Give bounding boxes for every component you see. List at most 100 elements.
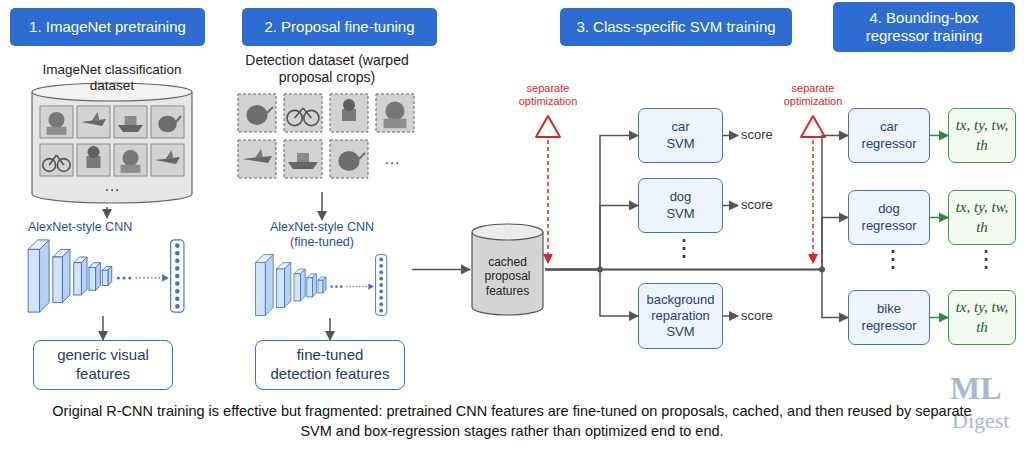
- output-box: tx, ty, tw, th: [948, 290, 1016, 345]
- graphic-part: [368, 283, 374, 289]
- ellipsis-mark: ⋮: [881, 247, 897, 271]
- connector-arrow: [545, 218, 848, 270]
- graphic-part: [246, 105, 267, 125]
- graphic-part: [114, 106, 147, 138]
- ellipsis-mark: ⋮: [974, 247, 990, 271]
- graphic-part: [276, 269, 284, 307]
- graphic-part: [88, 146, 100, 158]
- graphic-part: [379, 309, 383, 313]
- graphic-part: [158, 116, 176, 133]
- regressor-label: dog regressor: [862, 201, 917, 234]
- illustrated-node: AlexNet-style CNN: [22, 218, 192, 316]
- warning-note: separate optimization: [513, 82, 583, 108]
- box-offsets: tx, ty, tw, th: [953, 198, 1011, 237]
- warning-note: separate optimization: [778, 82, 848, 108]
- graphic-part: [171, 240, 184, 312]
- graphic-part: [255, 149, 263, 158]
- illustrated-node: Detection dataset (warped proposal crops…: [232, 52, 422, 192]
- graphic-part: [284, 263, 290, 308]
- graphic-part: [108, 267, 112, 286]
- connector-arrow: [545, 270, 848, 318]
- connector-arrow: [321, 192, 323, 220]
- graphic-part: [175, 251, 180, 256]
- graphic-part: [89, 267, 96, 290]
- graphic-part: [318, 280, 323, 293]
- graphic-part: [128, 276, 131, 279]
- graphic-part: [32, 92, 192, 203]
- graphic-part: [359, 153, 365, 159]
- graphic-part: [338, 151, 359, 171]
- graphic-part: [288, 162, 318, 169]
- cache-label: cached proposal features: [484, 255, 530, 298]
- graphic-part: [114, 144, 147, 176]
- graphic-part: [49, 112, 65, 128]
- ellipsis-mark: ⋮: [672, 236, 688, 260]
- score-label: score: [741, 197, 773, 212]
- graphic-part: [330, 94, 368, 132]
- connector-arrow: [545, 270, 638, 317]
- graphic-part: [118, 125, 143, 132]
- graphic-part: [62, 249, 70, 302]
- warning-mark: !: [541, 120, 555, 135]
- cnn-label: AlexNet-style CNN: [28, 220, 132, 235]
- connector-arrow: [329, 318, 331, 340]
- graphic-part: [117, 276, 120, 279]
- connector-arrow: [545, 136, 638, 270]
- stage-title: 3. Class-specific SVM training: [576, 18, 775, 36]
- stage-tab: 1. ImageNet pretraining: [10, 8, 205, 46]
- graphic-part: [57, 155, 64, 165]
- graphic-part: [323, 277, 326, 293]
- score-arrow: [723, 135, 738, 137]
- score-label: score: [741, 127, 773, 142]
- graphic-part: [175, 297, 180, 302]
- ellipsis-mark: …: [380, 150, 404, 168]
- graphic-part: [343, 99, 355, 111]
- graphic-part: [123, 276, 126, 279]
- graphic-part: [379, 277, 383, 281]
- graphic-part: [294, 274, 300, 301]
- graphic-part: [123, 150, 139, 166]
- graphic-part: [238, 94, 276, 132]
- classifier-box: car SVM: [638, 108, 723, 163]
- feature-box-text: generic visual features: [53, 346, 153, 384]
- graphic-part: [77, 144, 110, 176]
- graphic-part: [256, 263, 266, 316]
- graphic-part: [162, 274, 169, 282]
- graphic-part: [175, 266, 180, 271]
- box-offsets: tx, ty, tw, th: [953, 116, 1011, 155]
- classifier-box: car regressor: [848, 108, 930, 163]
- graphic-part: [125, 116, 137, 125]
- cnn-illustration: [22, 238, 192, 314]
- cnn-illustration: [237, 253, 407, 317]
- box-offsets: tx, ty, tw, th: [953, 298, 1011, 337]
- watermark: ML: [950, 370, 1002, 407]
- graphic-part: [77, 106, 110, 138]
- connector-arrow: [930, 135, 948, 137]
- dataset-heading: Detection dataset (warped proposal crops…: [245, 52, 410, 86]
- connector-arrow: [412, 269, 470, 271]
- cnn-label: AlexNet-style CNN (fine-tuned): [257, 220, 387, 250]
- graphic-part: [166, 150, 174, 159]
- graphic-part: [267, 107, 273, 113]
- warning-triangle: [536, 116, 560, 137]
- graphic-part: [379, 270, 383, 274]
- graphic-part: [57, 159, 70, 172]
- score-arrow: [723, 315, 738, 317]
- graphic-part: [175, 281, 180, 286]
- connector-arrow: [545, 206, 638, 270]
- connector-arrow: [930, 317, 948, 319]
- graphic-part: [47, 127, 67, 135]
- graphic-part: [175, 243, 180, 248]
- graphic-part: [379, 257, 383, 261]
- graphic-part: [330, 140, 368, 178]
- warning-mark: !: [806, 120, 820, 135]
- graphic-part: [49, 155, 56, 165]
- graphic-part: [307, 278, 313, 297]
- graphic-part: [40, 240, 50, 312]
- stage-tab: 3. Class-specific SVM training: [560, 8, 792, 46]
- graphic-part: [379, 289, 383, 293]
- graphic-part: [43, 159, 56, 172]
- ellipsis-mark: …: [100, 177, 124, 195]
- graphic-part: [151, 144, 184, 176]
